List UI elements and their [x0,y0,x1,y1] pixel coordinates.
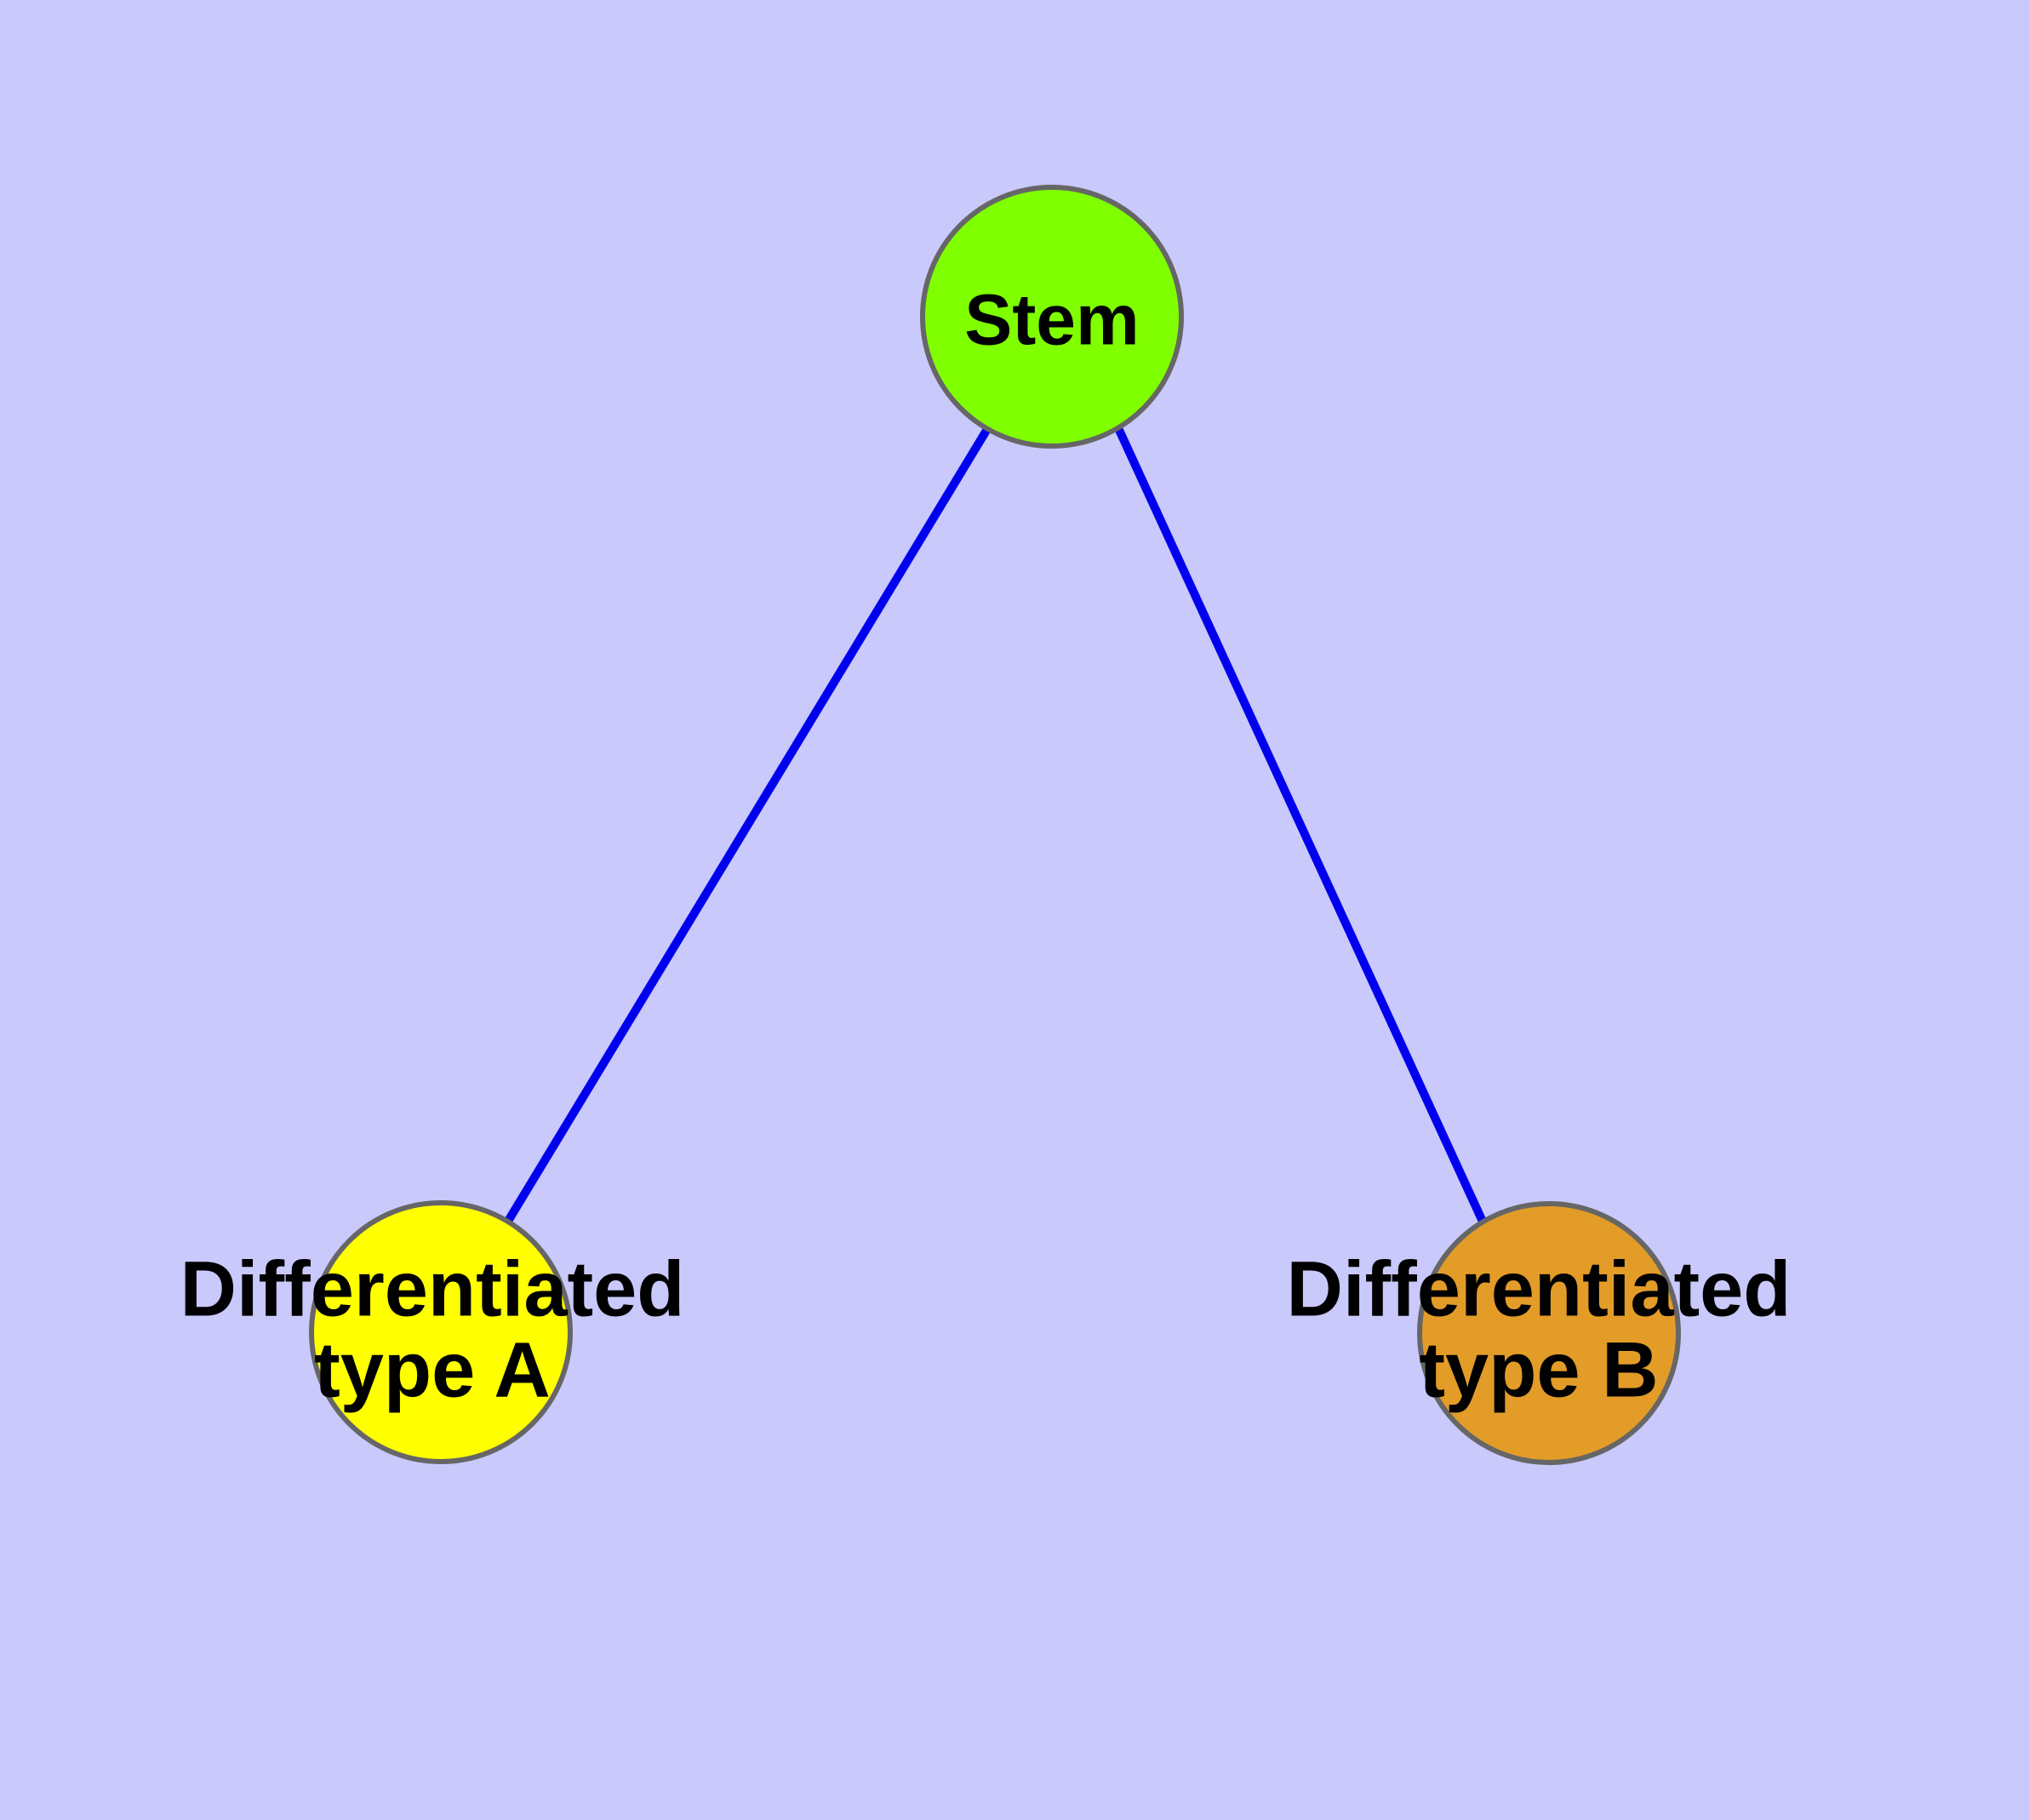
node-circle-stem[interactable] [920,185,1184,449]
edge-stem-to-diff-b [1114,426,1488,1226]
edges-layer [503,426,1488,1226]
node-circle-diff-b[interactable] [1417,1201,1681,1465]
nodes-layer [309,185,1681,1465]
edge-stem-to-diff-a [503,426,992,1225]
node-circle-diff-a[interactable] [309,1200,573,1464]
